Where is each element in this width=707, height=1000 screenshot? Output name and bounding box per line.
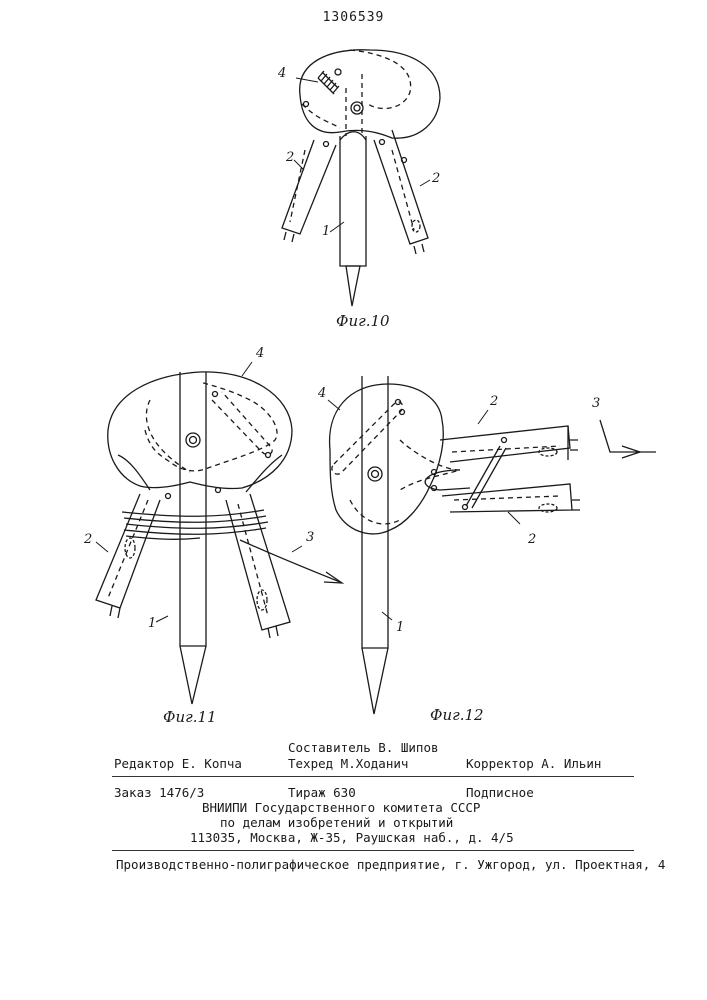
imprint-corrector: Корректор А. Ильин <box>466 756 601 771</box>
patent-drawings <box>0 0 707 740</box>
fig10-caption: Фиг.10 <box>336 312 390 330</box>
fig11-part-2: 2 <box>84 532 92 547</box>
fig12-part-2-upper: 2 <box>490 394 498 409</box>
fig10-part-4: 4 <box>278 66 286 81</box>
imprint-editor: Редактор Е. Копча <box>114 756 242 771</box>
fig12-part-4: 4 <box>318 386 326 401</box>
fig10-part-2-left: 2 <box>286 150 294 165</box>
fig10-spring <box>304 69 342 107</box>
fig11-part-3: 3 <box>306 530 314 545</box>
imprint-compiler: Составитель В. Шипов <box>288 740 439 755</box>
imprint-rule-bottom <box>112 850 634 851</box>
fig12-part-3: 3 <box>592 396 600 411</box>
imprint-org-address: 113035, Москва, Ж-35, Раушская наб., д. … <box>190 830 514 845</box>
fig10-part-1: 1 <box>322 224 330 239</box>
imprint-circulation: Тираж 630 <box>288 785 356 800</box>
fig11-part-4: 4 <box>256 346 264 361</box>
fig12-caption: Фиг.12 <box>430 706 484 724</box>
imprint-rule-top <box>112 776 634 777</box>
fig10-drawing <box>282 50 440 306</box>
imprint-org-line1: ВНИИПИ Государственного комитета СССР <box>202 800 480 815</box>
fig12-part-1: 1 <box>396 620 404 635</box>
imprint-techred: Техред М.Ходанич <box>288 756 408 771</box>
imprint-subscription: Подписное <box>466 785 534 800</box>
fig10-part-2-right: 2 <box>432 171 440 186</box>
imprint-org-line2: по делам изобретений и открытий <box>220 815 453 830</box>
fig12-drawing <box>328 376 656 714</box>
imprint-order: Заказ 1476/3 <box>114 785 204 800</box>
fig12-part-2-lower: 2 <box>528 532 536 547</box>
imprint-printer: Производственно-полиграфическое предприя… <box>116 857 665 872</box>
fig11-part-1: 1 <box>148 616 156 631</box>
fig11-caption: Фиг.11 <box>163 708 217 726</box>
